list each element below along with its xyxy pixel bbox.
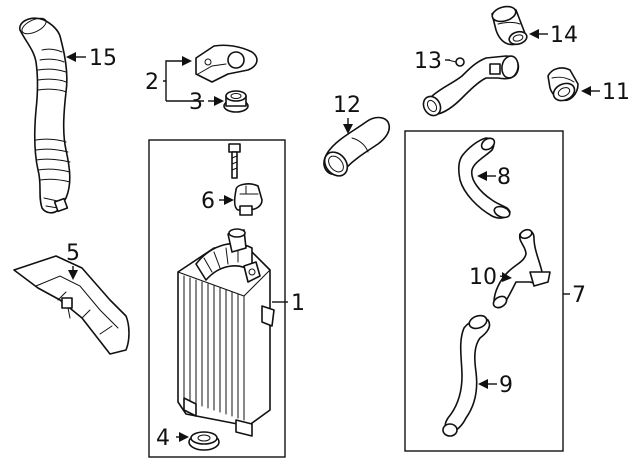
callout-label-7: 7 [572, 283, 586, 308]
bolt[interactable] [228, 143, 241, 179]
callout-label-14: 14 [550, 23, 578, 48]
callout-label-13: 13 [414, 49, 442, 74]
callout-13: 13 [414, 49, 450, 74]
part-11-connector[interactable] [547, 67, 579, 104]
callout-6: 6 [201, 189, 234, 214]
callout-label-1: 1 [291, 291, 305, 316]
intercooler-group-frame [148, 139, 286, 458]
callout-label-15: 15 [89, 46, 117, 71]
part-8-hose[interactable] [457, 136, 512, 220]
part-1-intercooler[interactable] [177, 228, 275, 437]
part-10-hose[interactable] [491, 228, 551, 310]
callout-label-8: 8 [497, 165, 511, 190]
part-14-coupler[interactable] [491, 4, 529, 46]
part-4-grommet[interactable] [188, 431, 220, 451]
callout-2: 2 [145, 56, 192, 101]
callout-14: 14 [529, 23, 578, 48]
part-12-hose[interactable] [320, 116, 391, 181]
callout-label-4: 4 [156, 426, 170, 451]
callout-label-5: 5 [66, 241, 80, 266]
callout-7: 7 [563, 283, 586, 308]
part-2-bracket[interactable] [195, 44, 258, 83]
callout-label-6: 6 [201, 189, 215, 214]
callout-5: 5 [66, 241, 80, 280]
callout-label-12: 12 [333, 93, 361, 118]
callout-label-11: 11 [602, 80, 630, 105]
callout-12: 12 [333, 93, 361, 134]
callout-3: 3 [166, 90, 224, 115]
callout-11: 11 [581, 80, 630, 105]
callout-8: 8 [477, 165, 511, 190]
part-5-air-shield[interactable] [13, 255, 130, 355]
callout-4: 4 [156, 426, 189, 451]
callout-label-2: 2 [145, 70, 159, 95]
part-9-hose[interactable] [442, 313, 491, 437]
callout-1: 1 [272, 291, 305, 316]
callout-label-3: 3 [189, 90, 203, 115]
part-13-intake-pipe[interactable] [420, 55, 520, 119]
part-6-sensor[interactable] [233, 183, 263, 216]
hose-group-frame [404, 130, 564, 452]
callout-9: 9 [478, 373, 513, 398]
callout-10: 10 [469, 265, 512, 290]
callout-label-10: 10 [469, 265, 497, 290]
callout-15: 15 [66, 46, 117, 71]
part-3-grommet[interactable] [223, 90, 249, 113]
callout-label-9: 9 [499, 373, 513, 398]
part-15-intake-duct[interactable] [19, 15, 71, 214]
